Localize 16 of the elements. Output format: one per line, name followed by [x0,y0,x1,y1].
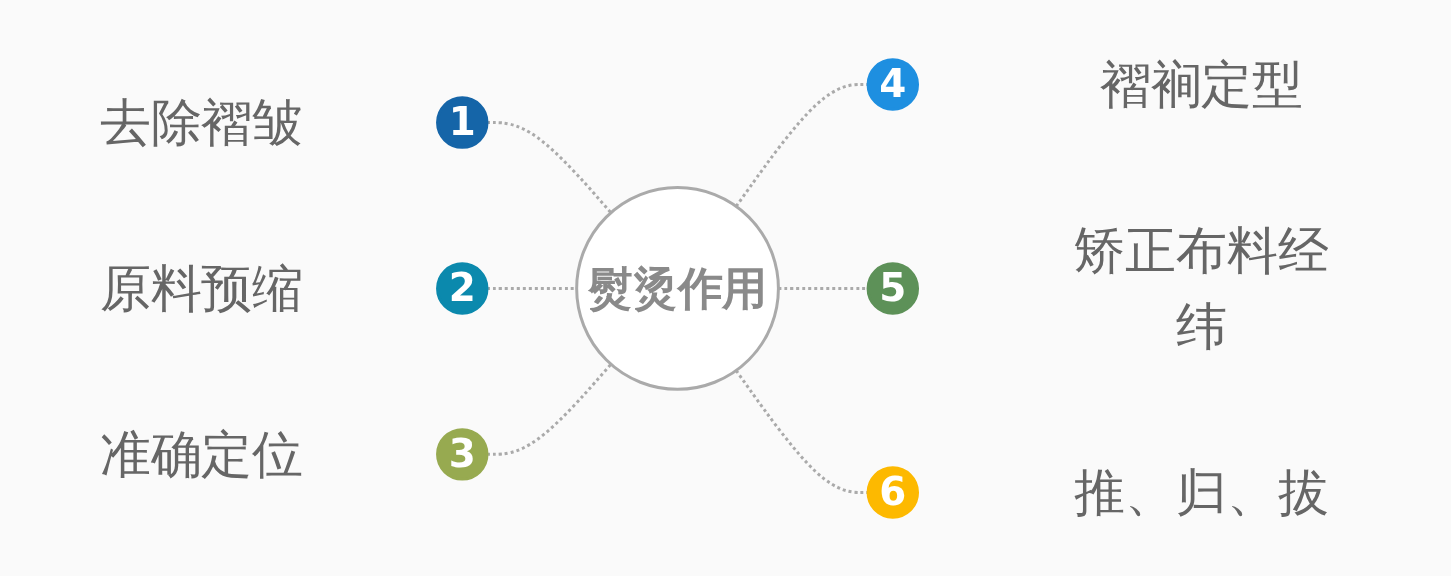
node-circle: 3 [436,427,489,481]
node-label: 原料预缩 [99,257,304,318]
node-circle: 5 [866,261,920,315]
node-circle: 熨烫作用 [575,185,781,391]
node-label: 准确定位 [99,423,304,484]
node-label: 推、归、拔 [1074,461,1329,522]
node-circle: 6 [866,465,920,519]
node-label: 去除褶皱 [99,91,304,152]
node-label: 矫正布料经纬 [1074,219,1329,356]
connector [487,286,577,290]
connector [487,362,613,456]
node-label: 褶裥定型 [1099,53,1304,114]
node-circle: 1 [436,95,489,149]
node-circle: 4 [866,57,920,111]
connector [487,120,613,214]
node-circle: 2 [436,261,489,315]
